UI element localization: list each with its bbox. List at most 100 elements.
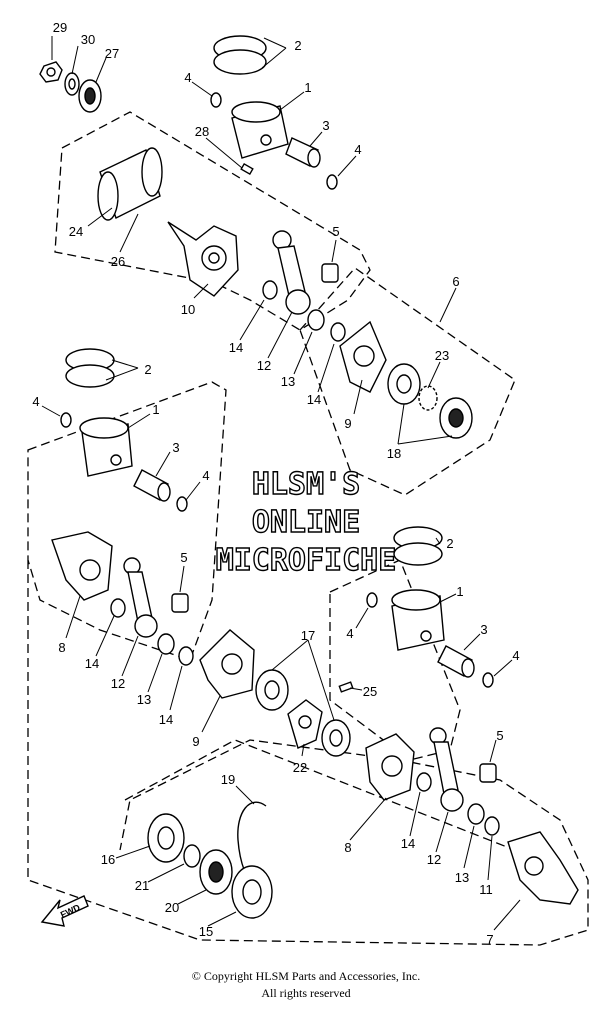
piston-pin-top xyxy=(285,137,321,168)
callout-19: 19 xyxy=(221,772,235,787)
callout-2b: 2 xyxy=(144,362,151,377)
callout-5c: 5 xyxy=(496,728,503,743)
callout-25: 25 xyxy=(363,684,377,699)
callout-2c: 2 xyxy=(446,536,453,551)
callout-12c: 12 xyxy=(427,852,441,867)
callout-14b: 14 xyxy=(307,392,321,407)
callout-17: 17 xyxy=(301,628,315,643)
conrod-middle xyxy=(123,557,158,638)
callout-22: 22 xyxy=(293,760,307,775)
watermark-line-2: ONLINE xyxy=(252,505,360,540)
callout-13b: 13 xyxy=(137,692,151,707)
crank-half-10 xyxy=(167,221,239,297)
bearing-24 xyxy=(97,147,163,221)
washer-14b xyxy=(330,322,346,342)
callout-3c: 3 xyxy=(480,622,487,637)
pin-25 xyxy=(338,681,354,693)
leader-lines xyxy=(41,36,521,931)
watermark-line-3: MICROFICHE xyxy=(216,543,397,578)
bearing-18a xyxy=(387,363,421,405)
collar-21 xyxy=(183,844,201,868)
callout-18: 18 xyxy=(387,446,401,461)
callout-4e: 4 xyxy=(346,626,353,641)
crank-half-9b xyxy=(199,629,255,699)
clip-4a xyxy=(210,92,222,108)
callout-1a: 1 xyxy=(304,80,311,95)
piston-top xyxy=(231,101,289,159)
callout-12a: 12 xyxy=(257,358,271,373)
seal-20 xyxy=(199,849,233,895)
callout-14e: 14 xyxy=(401,836,415,851)
callout-5b: 5 xyxy=(180,550,187,565)
bearing-13c xyxy=(467,803,485,825)
callout-8a: 8 xyxy=(58,640,65,655)
washer-11 xyxy=(484,816,500,836)
bearing-15 xyxy=(231,865,273,919)
callout-13c: 13 xyxy=(455,870,469,885)
bearing-5c xyxy=(479,763,497,783)
nut-29 xyxy=(39,61,63,83)
washer-14a xyxy=(262,280,278,300)
callout-9b: 9 xyxy=(192,734,199,749)
callout-20: 20 xyxy=(165,900,179,915)
bearing-22 xyxy=(287,699,323,749)
bearing-13b xyxy=(157,633,175,655)
callout-5a: 5 xyxy=(332,224,339,239)
oil-seal-27 xyxy=(78,79,102,113)
callout-13a: 13 xyxy=(281,374,295,389)
callout-30: 30 xyxy=(81,32,95,47)
callout-21: 21 xyxy=(135,878,149,893)
callout-29: 29 xyxy=(53,20,67,35)
callout-10: 10 xyxy=(181,302,195,317)
callout-24: 24 xyxy=(69,224,83,239)
bearing-5b xyxy=(171,593,189,613)
washer-14e xyxy=(416,772,432,792)
watermark: HLSM'S ONLINE MICROFICHE xyxy=(215,466,397,578)
callout-15: 15 xyxy=(199,924,213,939)
callouts: 29 30 27 2 4 1 28 3 4 24 26 5 6 10 14 12… xyxy=(32,20,519,947)
crank-half-8b xyxy=(365,733,415,801)
callout-23: 23 xyxy=(435,348,449,363)
clip-4c xyxy=(60,412,72,428)
piston-pin-middle xyxy=(133,469,171,502)
assembly-outline-middle xyxy=(27,381,227,661)
callout-11: 11 xyxy=(479,882,493,897)
crank-half-7 xyxy=(507,831,579,905)
piston-right xyxy=(391,589,445,651)
callout-4d: 4 xyxy=(202,468,209,483)
callout-28: 28 xyxy=(195,124,209,139)
callout-1c: 1 xyxy=(456,584,463,599)
piston-rings-right xyxy=(393,526,443,566)
piston-rings-top xyxy=(213,35,267,75)
assembly-outline-bottom xyxy=(27,560,589,946)
callout-4c: 4 xyxy=(32,394,39,409)
spacer-23 xyxy=(418,385,438,411)
callout-3a: 3 xyxy=(322,118,329,133)
washer-14c xyxy=(110,598,126,618)
copyright-line-1: © Copyright HLSM Parts and Accessories, … xyxy=(191,969,421,983)
callout-6: 6 xyxy=(452,274,459,289)
conrod-right xyxy=(429,727,464,812)
callout-4a: 4 xyxy=(184,70,191,85)
piston-middle xyxy=(79,417,133,477)
callout-14c: 14 xyxy=(85,656,99,671)
callout-8b: 8 xyxy=(344,840,351,855)
piston-pin-right xyxy=(437,645,475,678)
callout-26: 26 xyxy=(111,254,125,269)
washer-14d xyxy=(178,646,194,666)
callout-1b: 1 xyxy=(152,402,159,417)
assembly-outline-bearing xyxy=(299,267,516,496)
clip-4b xyxy=(326,174,338,190)
callout-16: 16 xyxy=(101,852,115,867)
callout-7: 7 xyxy=(486,932,493,947)
crank-half-9a xyxy=(339,320,387,393)
piston-rings-middle xyxy=(65,348,115,388)
callout-12b: 12 xyxy=(111,676,125,691)
pin-28 xyxy=(240,162,254,176)
bearing-18b xyxy=(439,397,473,439)
bearing-5a xyxy=(321,263,339,283)
clip-4f xyxy=(482,672,494,688)
callout-3b: 3 xyxy=(172,440,179,455)
conrod-top xyxy=(272,230,311,315)
